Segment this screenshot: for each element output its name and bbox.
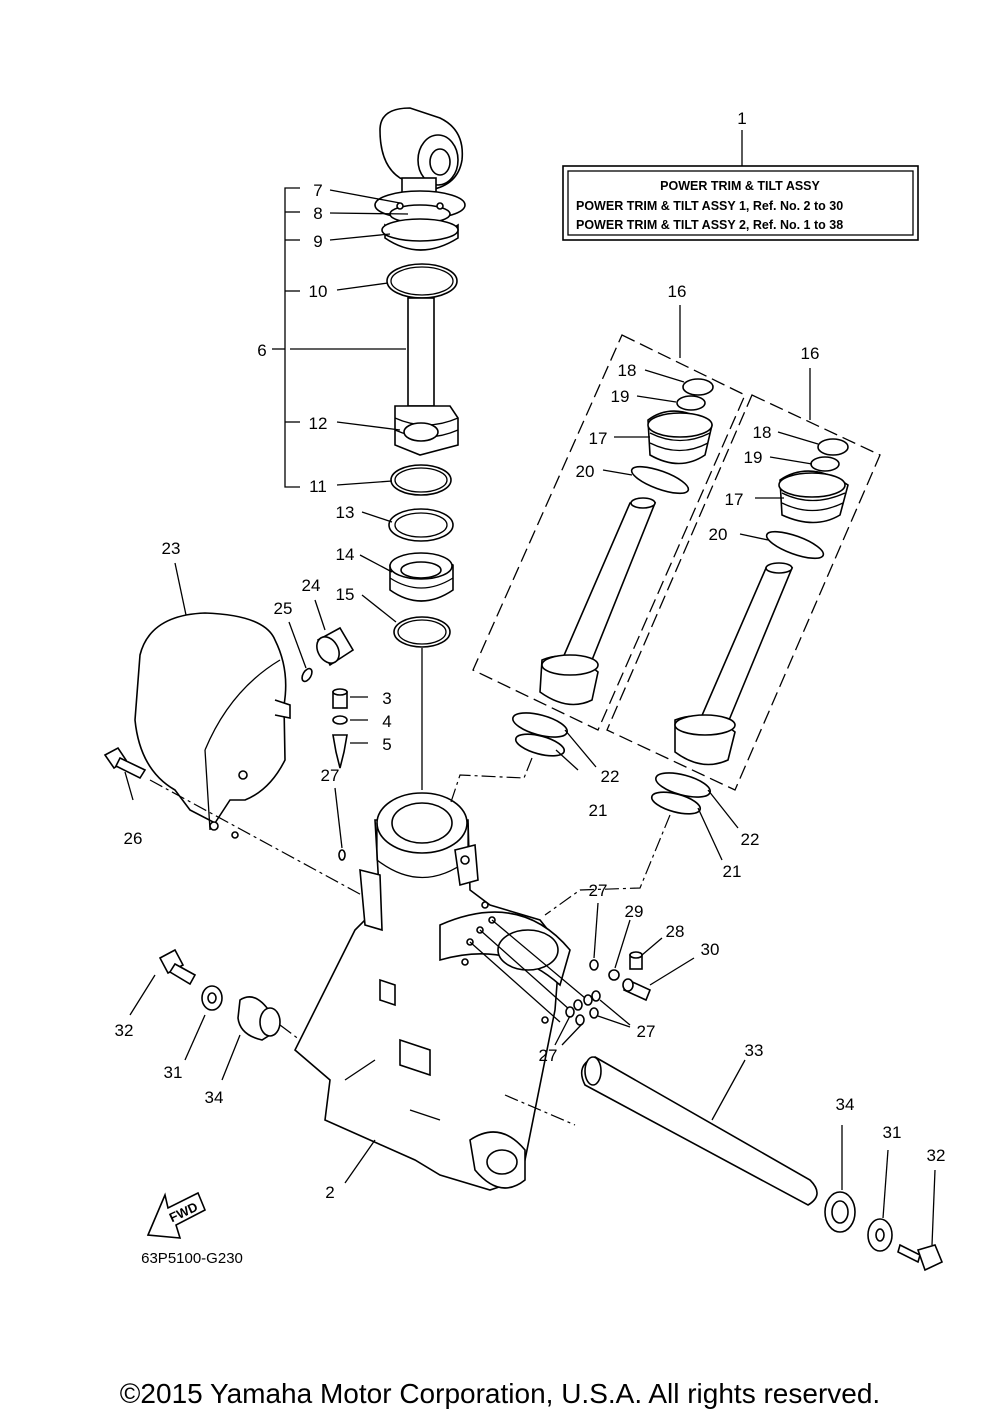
callout-21-right: 21 xyxy=(723,862,742,881)
copyright-notice: ©2015 Yamaha Motor Corporation, U.S.A. A… xyxy=(119,1378,881,1409)
callout-31-left: 31 xyxy=(164,1063,183,1082)
valve-parts xyxy=(334,787,695,1046)
callout-4: 4 xyxy=(382,712,391,731)
legend-box: 1 POWER TRIM & TILT ASSY POWER TRIM & TI… xyxy=(562,109,919,241)
tilt-cylinder-rod-assembly xyxy=(272,107,466,790)
callout-5: 5 xyxy=(382,735,391,754)
callout-24: 24 xyxy=(302,576,321,595)
callout-26: 26 xyxy=(124,829,143,848)
callout-33: 33 xyxy=(745,1041,764,1060)
callout-16-right: 16 xyxy=(801,344,820,363)
legend-title: POWER TRIM & TILT ASSY xyxy=(660,179,820,193)
callout-8: 8 xyxy=(313,204,322,223)
callout-17-right: 17 xyxy=(725,490,744,509)
callout-27-middle: 27 xyxy=(589,881,608,900)
sub-assembly-16-right xyxy=(544,368,881,916)
callout-22-left: 22 xyxy=(601,767,620,786)
callout-9: 9 xyxy=(313,232,322,251)
callout-34-left: 34 xyxy=(205,1088,224,1107)
sub-assembly-16-left xyxy=(449,305,746,806)
callout-27-lower: 27 xyxy=(539,1046,558,1065)
callout-20-right: 20 xyxy=(709,525,728,544)
callout-30: 30 xyxy=(701,940,720,959)
callout-27-right: 27 xyxy=(637,1022,656,1041)
callout-17-left: 17 xyxy=(589,429,608,448)
callout-29: 29 xyxy=(625,902,644,921)
legend-line-2: POWER TRIM & TILT ASSY 2, Ref. No. 1 to … xyxy=(576,218,843,232)
callout-32-right: 32 xyxy=(927,1146,946,1165)
bolt-26 xyxy=(103,746,381,906)
callout-18-left: 18 xyxy=(618,361,637,380)
callout-13: 13 xyxy=(336,503,355,522)
callout-10: 10 xyxy=(309,282,328,301)
callout-11: 11 xyxy=(309,477,327,496)
callout-15: 15 xyxy=(336,585,355,604)
callout-34-right: 34 xyxy=(836,1095,855,1114)
drawing-code: 63P5100-G230 xyxy=(141,1250,243,1267)
callout-18-right: 18 xyxy=(753,423,772,442)
legend-line-1: POWER TRIM & TILT ASSY 1, Ref. No. 2 to … xyxy=(576,199,843,213)
callout-numbers: 7 8 9 10 6 12 11 13 14 15 23 24 25 3 4 5… xyxy=(115,181,946,1202)
callout-14: 14 xyxy=(336,545,355,564)
exploded-parts-diagram: 1 POWER TRIM & TILT ASSY POWER TRIM & TI… xyxy=(103,107,946,1272)
callout-32-left: 32 xyxy=(115,1021,134,1040)
callout-6: 6 xyxy=(257,341,266,360)
callout-20-left: 20 xyxy=(576,462,595,481)
callout-16-left: 16 xyxy=(668,282,687,301)
callout-19-right: 19 xyxy=(744,448,763,467)
tilt-shaft-and-bushings xyxy=(129,948,944,1272)
motor-cover xyxy=(134,562,291,839)
callout-19-left: 19 xyxy=(611,387,630,406)
callout-21-left: 21 xyxy=(589,801,608,820)
callout-31-right: 31 xyxy=(883,1123,902,1142)
callout-12: 12 xyxy=(309,414,328,433)
callout-23: 23 xyxy=(162,539,181,558)
small-parts-cluster xyxy=(288,599,368,769)
callout-22-right: 22 xyxy=(741,830,760,849)
fwd-arrow: FWD xyxy=(146,1191,207,1239)
callout-3: 3 xyxy=(382,689,391,708)
callout-27-upper: 27 xyxy=(321,766,340,785)
main-cylinder-body xyxy=(294,792,586,1191)
callout-28: 28 xyxy=(666,922,685,941)
callout-7: 7 xyxy=(313,181,322,200)
callout-25: 25 xyxy=(274,599,293,618)
callout-2: 2 xyxy=(325,1183,334,1202)
legend-ref-number: 1 xyxy=(737,109,746,128)
